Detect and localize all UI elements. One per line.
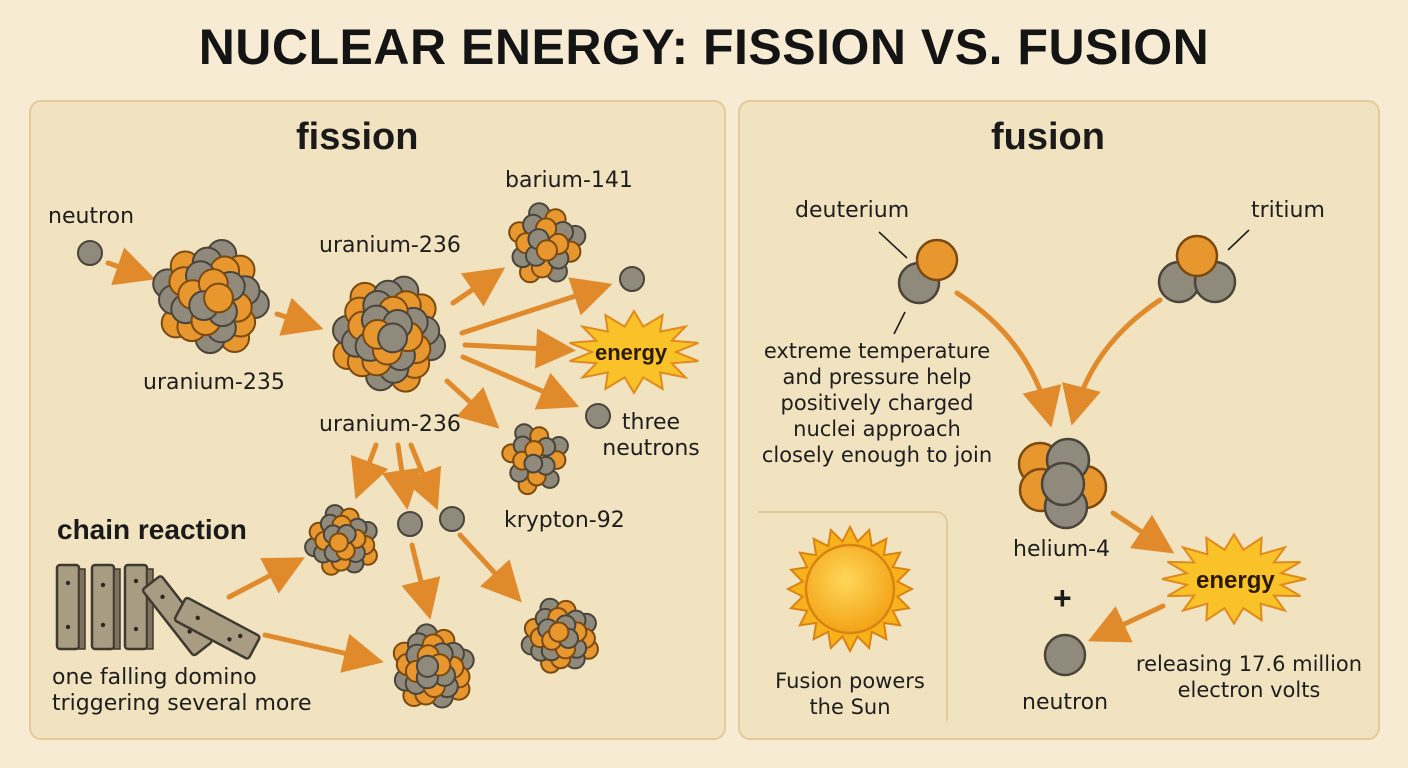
chain-reaction-caption: one falling domino triggering several mo…: [52, 665, 312, 716]
proton-ball: [548, 621, 570, 643]
sun-subpanel: [758, 511, 948, 721]
arrow-chain-3: [404, 442, 442, 511]
nucleus-uranium-236: [332, 275, 447, 393]
neutron-particle-released-1: [619, 266, 645, 292]
neutron-particle-incoming: [77, 240, 103, 266]
neutron-ball: [377, 322, 409, 354]
neutron-particle-chain-1: [397, 511, 423, 537]
arrow-to-neutron-top: [459, 277, 613, 336]
label-tritium: tritium: [1251, 198, 1325, 223]
arrow-chain-2: [381, 442, 422, 510]
label-fusion-neutron: neutron: [1022, 690, 1109, 715]
arrow-to-krypton: [444, 378, 500, 429]
leader-condition: [893, 311, 906, 335]
fission-heading: fission: [296, 116, 419, 158]
tritium-nucleus: [1157, 234, 1237, 304]
arrow-deuterium-to-helium: [954, 290, 1062, 428]
arrow-u235-to-u236: [274, 297, 324, 336]
proton-ball: [535, 239, 559, 262]
label-fusion-condition: extreme temperature and pressure help po…: [761, 339, 993, 467]
leader-deuterium: [878, 231, 908, 259]
label-uranium-236-bottom: uranium-236: [319, 412, 461, 437]
arrow-chain-5: [457, 532, 522, 603]
arrow-to-three-neutrons: [460, 354, 580, 410]
helium-4-nucleus: [1017, 437, 1108, 530]
label-energy-fission: energy: [595, 340, 668, 365]
nucleus-chain-1: [304, 504, 378, 576]
arrow-energy-to-neutron: [1087, 603, 1166, 643]
chain-reaction-heading: chain reaction: [57, 514, 247, 545]
nucleus-barium-141: [508, 202, 587, 284]
label-krypton-92: krypton-92: [504, 508, 625, 533]
page-title: NUCLEAR ENERGY: FISSION VS. FUSION: [198, 19, 1210, 75]
label-energy-release: releasing 17.6 million electron volts: [1135, 652, 1363, 702]
proton-ball: [203, 282, 234, 314]
label-helium-4: helium-4: [1013, 537, 1111, 562]
neutron-particle-released-2: [585, 403, 611, 429]
label-uranium-236-top: uranium-236: [319, 233, 461, 258]
arrow-to-barium: [450, 267, 506, 307]
arrow-domino-to-nucleus-2: [262, 632, 384, 673]
deuterium-nucleus: [897, 238, 959, 305]
neutron-particle-chain-2: [439, 506, 465, 532]
arrow-chain-4: [401, 542, 441, 620]
leader-tritium: [1227, 229, 1250, 251]
nucleus-chain-3: [520, 597, 599, 674]
label-sun-caption: Fusion powers the Sun: [775, 669, 925, 719]
arrow-to-energy: [462, 328, 576, 369]
arrow-neutron-to-u235: [105, 247, 156, 286]
fusion-heading: fusion: [991, 116, 1105, 158]
fusion-neutron-particle: [1043, 633, 1087, 677]
arrow-chain-1: [350, 442, 389, 500]
label-uranium-235: uranium-235: [143, 370, 285, 395]
proton-ball: [328, 532, 349, 553]
arrow-tritium-to-helium: [1061, 297, 1163, 426]
label-three-neutrons: three neutrons: [602, 410, 700, 461]
plus-sign: +: [1053, 580, 1072, 616]
nucleus-uranium-235: [152, 239, 270, 355]
label-deuterium: deuterium: [795, 198, 910, 223]
neutron-ball: [415, 654, 440, 678]
arrow-helium-to-energy: [1110, 510, 1175, 554]
neutron-ball: [523, 453, 544, 474]
nucleus-chain-2: [392, 623, 475, 709]
label-energy-fusion: energy: [1196, 567, 1275, 594]
arrow-domino-to-nucleus: [226, 557, 305, 600]
energy-burst-fusion: [1161, 532, 1307, 626]
energy-burst-fission: [569, 309, 699, 395]
label-barium-141: barium-141: [505, 168, 633, 193]
dominoes-illustration: [55, 563, 261, 660]
sun-icon: [804, 543, 896, 635]
label-neutron: neutron: [48, 204, 135, 229]
nucleus-krypton-92: [501, 423, 569, 496]
